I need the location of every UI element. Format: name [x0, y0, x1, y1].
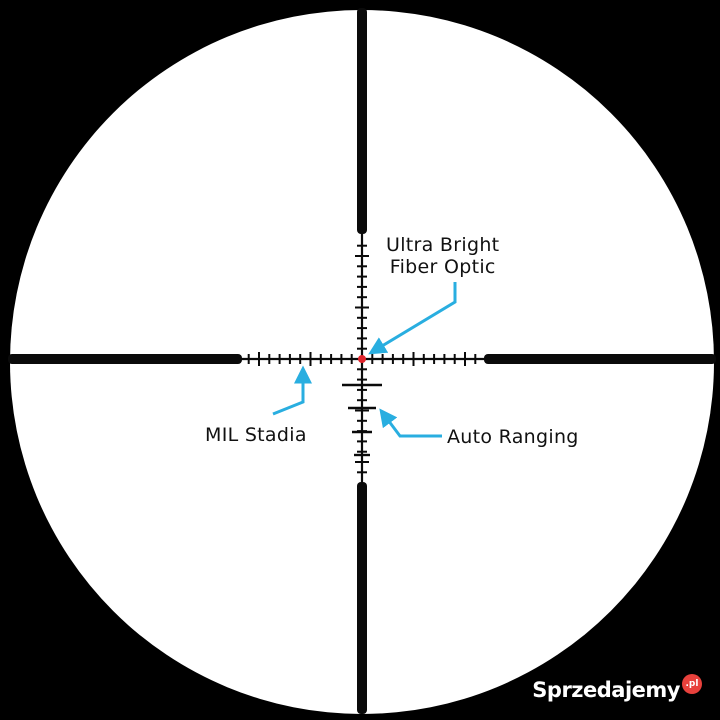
- watermark-text: Sprzedajemy: [532, 678, 680, 702]
- fiber-optic-label-line2: Fiber Optic: [389, 256, 496, 278]
- fiber-optic-label-line1: Ultra Bright: [386, 234, 500, 256]
- post-bottom: [357, 482, 367, 714]
- fiber-optic-callout-arrow: [368, 282, 457, 355]
- mil-stadia-ticks: [247, 244, 477, 474]
- watermark-logo: Sprzedajemy .pl: [532, 674, 702, 702]
- mil-stadia-callout-arrow: [272, 365, 312, 416]
- fiber-optic-dot: [358, 355, 366, 363]
- auto-ranging-label: Auto Ranging: [447, 426, 579, 448]
- post-left: [8, 354, 242, 364]
- post-top: [357, 8, 367, 234]
- watermark-badge: .pl: [682, 674, 702, 694]
- auto-ranging-callout-arrow: [379, 408, 442, 438]
- post-right: [484, 354, 716, 364]
- mil-stadia-label: MIL Stadia: [205, 424, 307, 446]
- fiber-optic-label: Ultra Bright Fiber Optic: [386, 234, 499, 278]
